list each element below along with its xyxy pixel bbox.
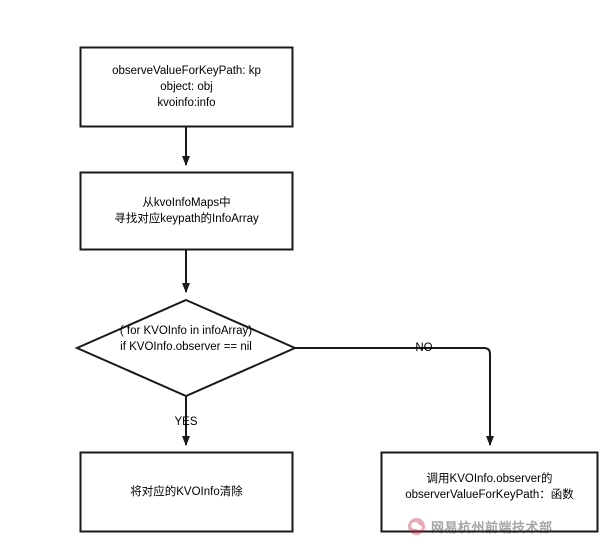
node-entry-shape [79, 46, 294, 128]
node-call-shape [380, 451, 599, 533]
edge-label-no: NO [415, 342, 433, 354]
edge-label-yes: YES [174, 416, 198, 428]
node-decision-shape [74, 298, 298, 398]
node-lookup-shape [79, 171, 294, 251]
edge-decision-no [295, 347, 494, 446]
node-clear-shape [79, 451, 294, 533]
